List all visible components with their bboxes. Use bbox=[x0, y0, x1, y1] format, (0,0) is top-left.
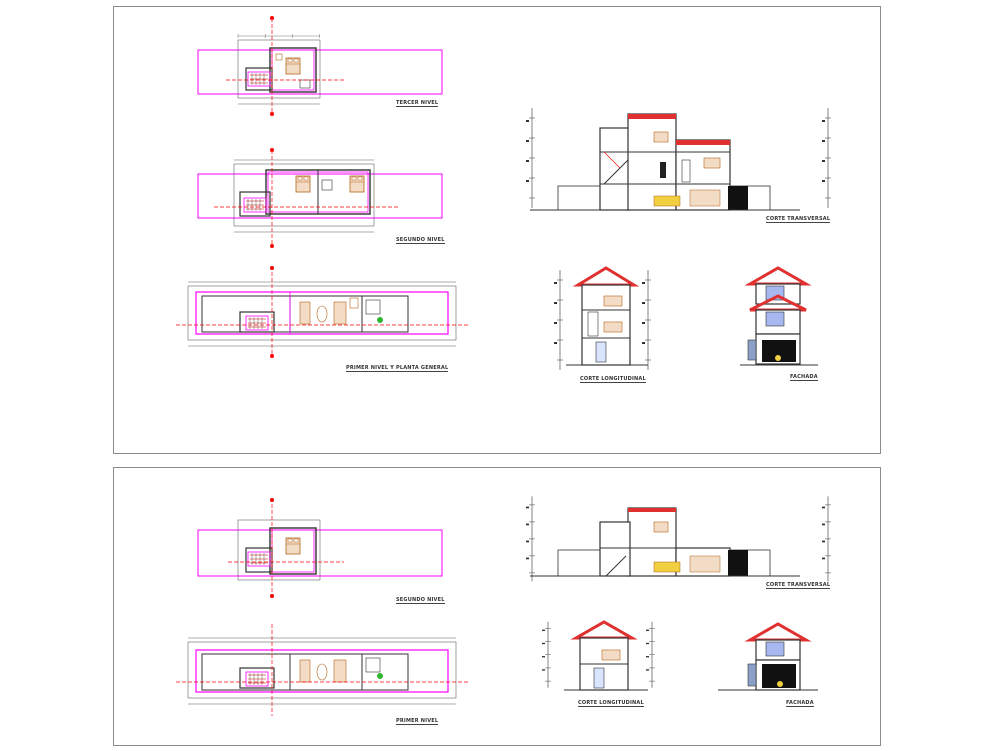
plan-third-floor bbox=[197, 16, 443, 116]
label-cross-section-s2: CORTE LONGITUDINAL bbox=[578, 700, 644, 707]
plan-second-floor bbox=[197, 148, 443, 248]
plan-second-floor-sheet2 bbox=[197, 498, 443, 598]
label-second-floor-s2: SEGUNDO NIVEL bbox=[396, 597, 445, 604]
drawing-sheet-2 bbox=[113, 467, 881, 746]
label-first-floor: PRIMER NIVEL Y PLANTA GENERAL bbox=[346, 365, 449, 372]
section-long-sheet2 bbox=[525, 495, 832, 582]
section-cross bbox=[553, 266, 652, 371]
plan-first-floor bbox=[176, 266, 468, 358]
section-cross-sheet2 bbox=[541, 620, 656, 691]
label-second-floor: SEGUNDO NIVEL bbox=[396, 237, 445, 244]
label-third-floor: TERCER NIVEL bbox=[396, 100, 439, 107]
facade-1 bbox=[740, 266, 818, 366]
label-long-section: CORTE TRANSVERSAL bbox=[766, 216, 831, 223]
label-cross-section: CORTE LONGITUDINAL bbox=[580, 376, 646, 383]
label-first-floor-s2: PRIMER NIVEL bbox=[396, 718, 439, 725]
drawing-sheet-1 bbox=[113, 6, 881, 454]
label-long-section-s2: CORTE TRANSVERSAL bbox=[766, 582, 831, 589]
plan-first-floor-sheet2 bbox=[176, 624, 468, 716]
section-long bbox=[525, 107, 832, 211]
label-facade-s2: FACHADA bbox=[786, 700, 814, 707]
label-facade: FACHADA bbox=[790, 374, 818, 381]
facade-sheet2 bbox=[718, 622, 818, 691]
